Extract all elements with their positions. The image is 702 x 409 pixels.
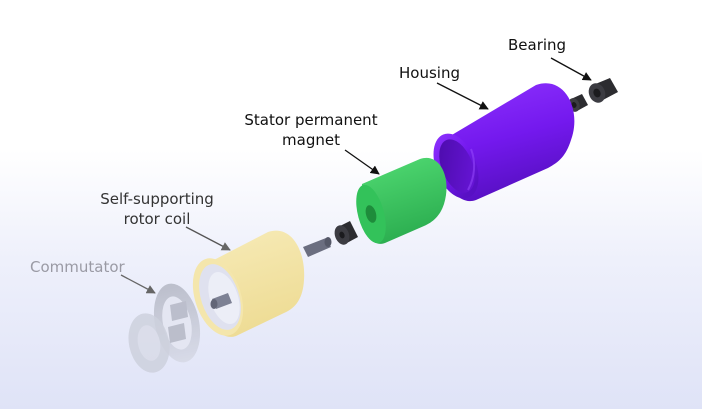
rotor-leader-arrow xyxy=(185,226,231,251)
stator-magnet xyxy=(356,157,447,244)
commutator xyxy=(128,283,201,373)
commutator-label-text: Commutator xyxy=(30,258,125,276)
bearing-middle xyxy=(334,221,358,245)
commutator-label: Commutator xyxy=(30,257,125,277)
housing xyxy=(433,83,575,202)
bearing-label-text: Bearing xyxy=(508,36,567,54)
rotor-label-line1: Self-supporting xyxy=(100,190,214,208)
housing-leader-arrow xyxy=(436,82,489,110)
rotor-coil xyxy=(192,230,305,337)
bearing-right xyxy=(588,78,618,103)
rotor-label: Self-supporting rotor coil xyxy=(94,189,220,229)
stator-label: Stator permanent magnet xyxy=(240,110,382,150)
housing-label: Housing xyxy=(399,63,460,83)
stator-label-line1: Stator permanent xyxy=(244,111,378,129)
stator-label-line2: magnet xyxy=(282,131,340,149)
bearing-leader-arrow xyxy=(550,57,592,81)
housing-label-text: Housing xyxy=(399,64,460,82)
bearing-label: Bearing xyxy=(508,35,566,55)
stator-leader-arrow xyxy=(344,149,380,175)
rotor-label-line2: rotor coil xyxy=(123,210,191,228)
commutator-leader-arrow xyxy=(120,274,156,294)
